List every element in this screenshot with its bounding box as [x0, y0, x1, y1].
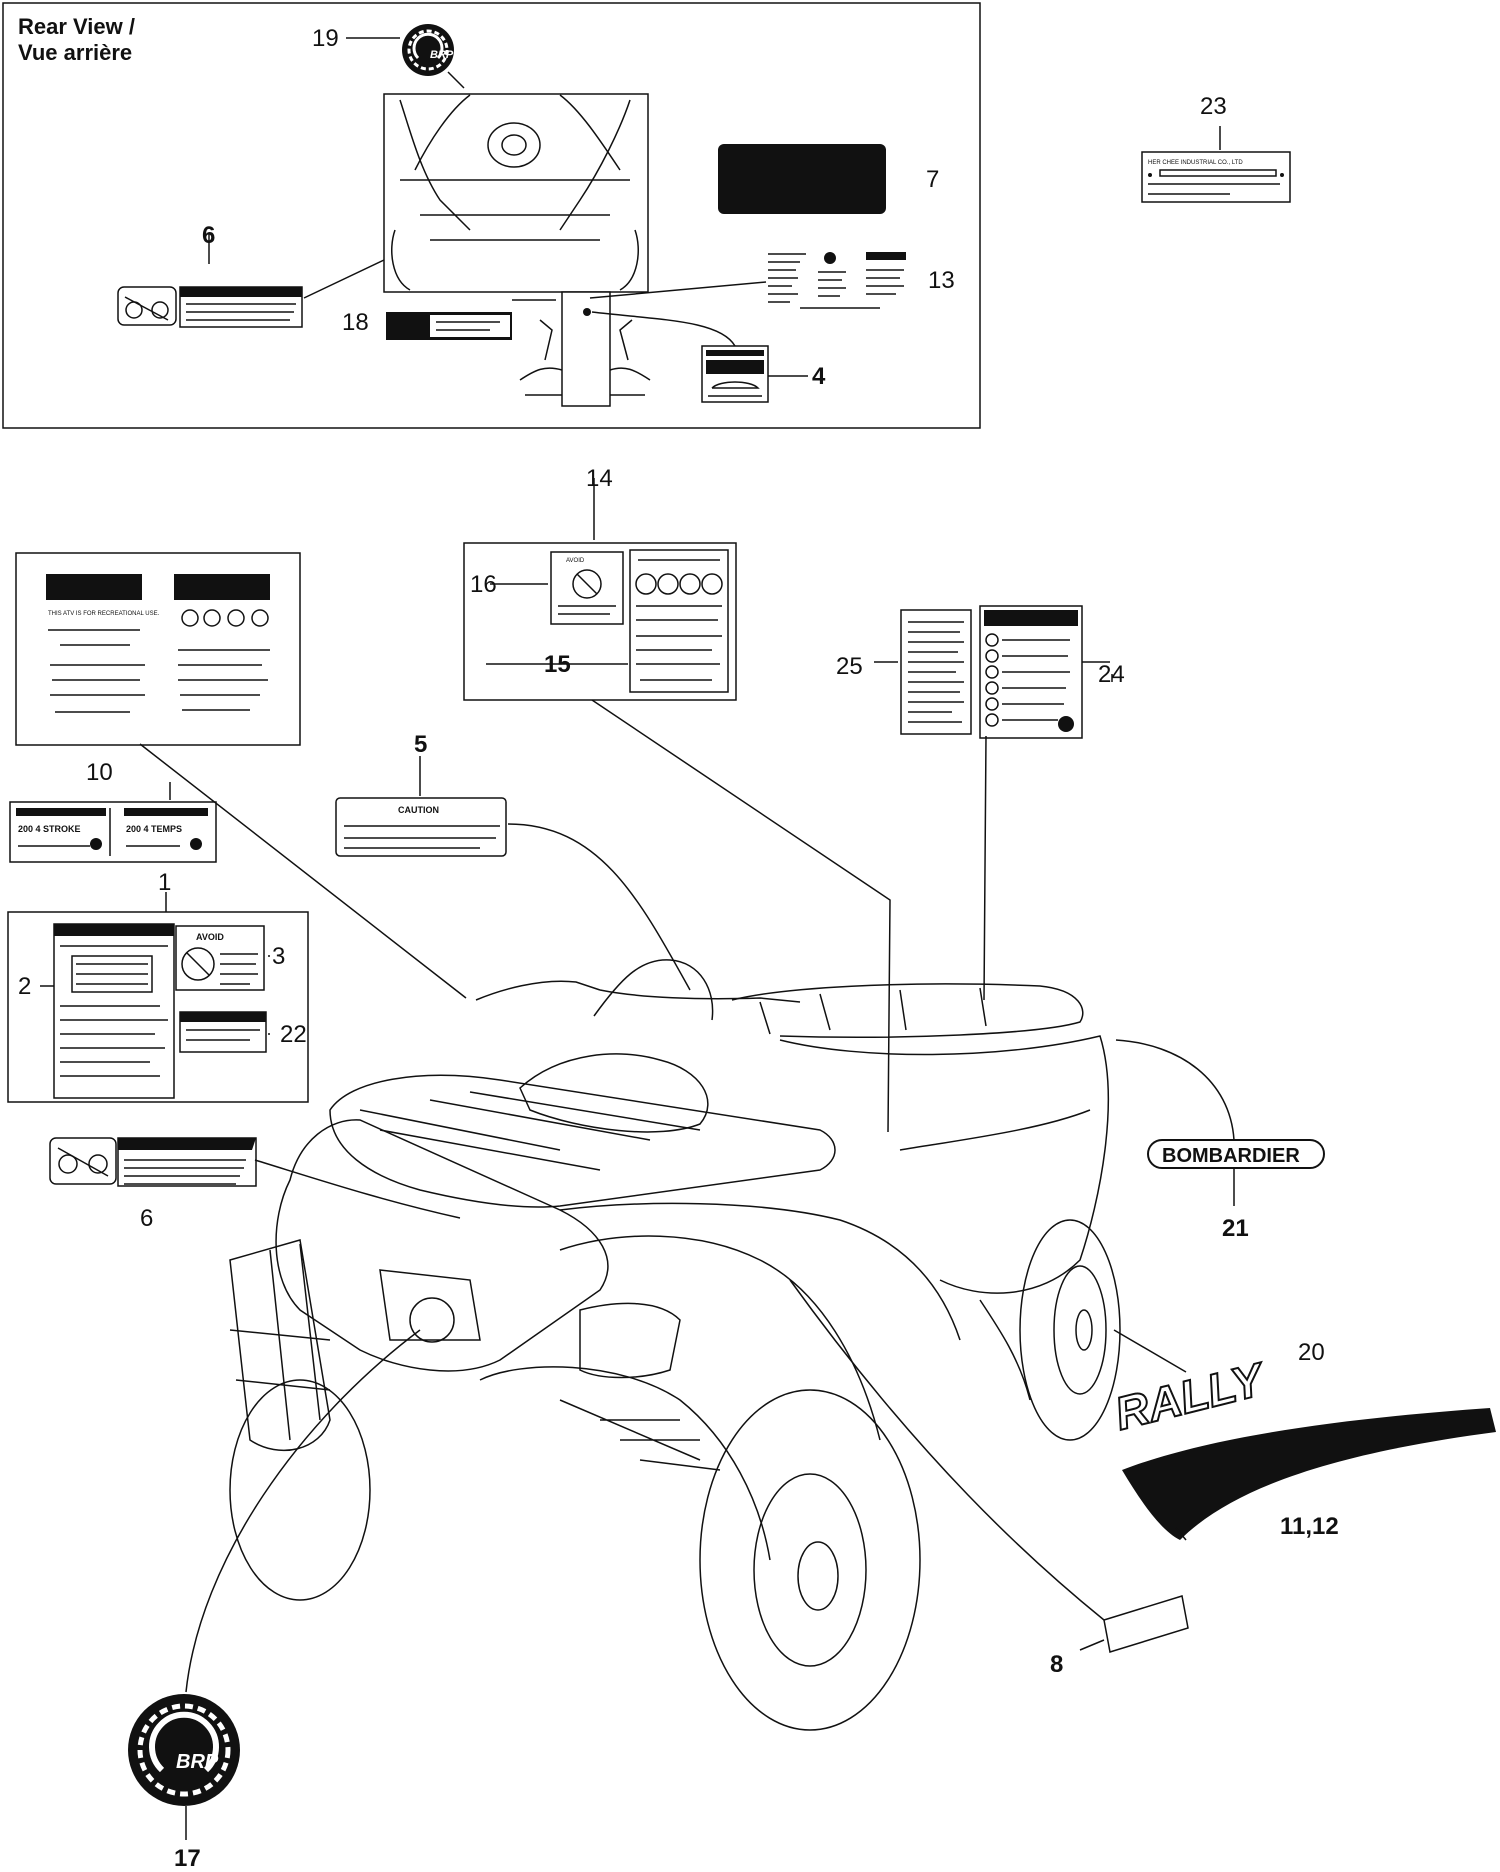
- callout-23: 23: [1200, 93, 1227, 120]
- callout-6-rear: 6: [202, 222, 215, 249]
- callout-2: 2: [18, 973, 31, 1000]
- decal-25: [900, 609, 972, 735]
- decal-8: [1103, 1595, 1189, 1653]
- callout-21: 21: [1222, 1215, 1249, 1242]
- stroke-en-text: 200 4 STROKE: [18, 824, 81, 834]
- plate-company-text: HER CHEE INDUSTRIAL CO., LTD: [1148, 160, 1243, 166]
- decal-15: [629, 549, 729, 693]
- decal-13: [768, 252, 906, 309]
- callout-14: 14: [586, 465, 613, 492]
- callout-17: 17: [174, 1845, 201, 1872]
- bombardier-label: BOMBARDIER: [1162, 1145, 1300, 1167]
- callout-15: 15: [544, 651, 571, 678]
- decal-3: AVOID: [175, 925, 265, 991]
- decal-11-12-stripe: [1122, 1408, 1496, 1540]
- callout-3: 3: [272, 943, 285, 970]
- decal-4: [701, 345, 769, 403]
- atv-front-illustration: [229, 959, 1121, 1731]
- leaders-main: [40, 478, 1235, 1840]
- callout-22: 22: [280, 1021, 307, 1048]
- callout-11-12: 11,12: [1280, 1513, 1339, 1540]
- callout-4: 4: [812, 363, 826, 390]
- callout-1: 1: [158, 869, 171, 896]
- brp-small-label: BRP: [430, 49, 454, 61]
- decal-23: HER CHEE INDUSTRIAL CO., LTD: [1141, 151, 1291, 203]
- decal-7: [718, 144, 886, 214]
- decal-10: 200 4 STROKE 200 4 TEMPS: [9, 801, 217, 863]
- callout-20: 20: [1298, 1339, 1325, 1366]
- decal-group-14: AVOID: [463, 542, 737, 701]
- decal-24: [979, 605, 1083, 739]
- brp-logo-large: BRP: [128, 1694, 240, 1806]
- brp-large-label: BRP: [176, 1751, 219, 1773]
- decal-6-front: [49, 1137, 257, 1187]
- avoid-label-1: AVOID: [196, 932, 224, 942]
- callout-10: 10: [86, 759, 113, 786]
- callout-18: 18: [342, 309, 369, 336]
- stroke-fr-text: 200 4 TEMPS: [126, 824, 182, 834]
- decal-21-bombardier: BOMBARDIER: [1147, 1139, 1325, 1169]
- callout-8: 8: [1050, 1651, 1063, 1678]
- rear-view-frame: [2, 2, 981, 429]
- callout-19: 19: [312, 25, 339, 52]
- decal-22: [179, 1011, 267, 1053]
- avoid-label-2: AVOID: [566, 558, 585, 564]
- decal-group-1: AVOID: [7, 911, 309, 1103]
- callout-6-front: 6: [140, 1205, 153, 1232]
- atv-rear-illustration: [383, 93, 651, 407]
- rally-label: RALLY: [1110, 1352, 1272, 1440]
- brp-logo-small: BRP: [402, 24, 454, 76]
- callout-25: 25: [836, 653, 863, 680]
- rear-view-title-fr: Vue arrière: [18, 40, 132, 65]
- callout-numbers: 19 6 7 13 18 4 23 14 16 15 25 24 5 10 1 …: [18, 25, 1339, 1872]
- atv-purpose-text: THIS ATV IS FOR RECREATIONAL USE.: [48, 611, 160, 617]
- rear-view-inset: Rear View / Vue arrière BRP: [2, 2, 1291, 429]
- decal-2: [53, 923, 175, 1099]
- leaders-rear: [208, 37, 1221, 377]
- callout-7: 7: [926, 166, 939, 193]
- callout-16: 16: [470, 571, 497, 598]
- caution-label: CAUTION: [398, 805, 439, 815]
- decal-16: AVOID: [550, 551, 624, 625]
- callout-24: 24: [1098, 661, 1125, 688]
- decal-5: CAUTION: [335, 797, 507, 857]
- decal-6-rear: [117, 286, 303, 328]
- callout-5: 5: [414, 731, 427, 758]
- callout-13: 13: [928, 267, 955, 294]
- decal-18: [386, 312, 512, 340]
- decal-sheet-top-left: THIS ATV IS FOR RECREATIONAL USE.: [15, 552, 301, 746]
- rear-view-title-en: Rear View /: [18, 14, 135, 39]
- decal-20-rally: RALLY: [1109, 1351, 1273, 1441]
